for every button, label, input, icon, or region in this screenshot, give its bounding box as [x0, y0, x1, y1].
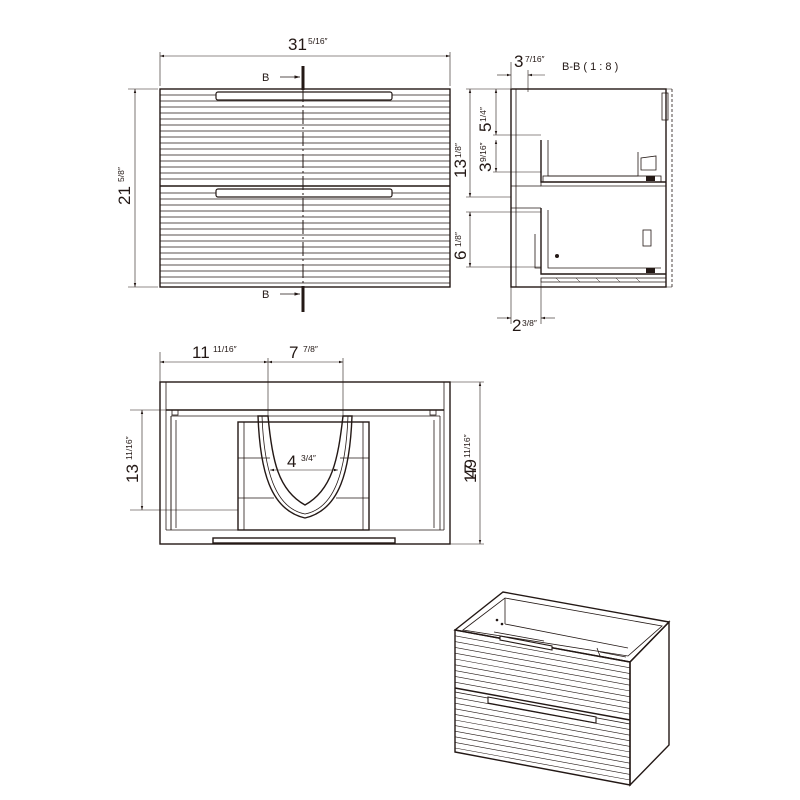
- section-dim2-whole: 13: [451, 159, 470, 178]
- slat-line: [454, 652, 631, 686]
- slat-line: [454, 742, 631, 775]
- iso-side: [629, 620, 670, 787]
- slat-line: [454, 670, 631, 703]
- front-height-frac: 5/8″: [116, 167, 126, 182]
- section-dim3-frac: 9/16″: [478, 142, 488, 162]
- section-dim3-whole: 3: [476, 163, 495, 172]
- section-mark-top: B: [262, 72, 269, 84]
- top-left-depth-whole: 13: [123, 464, 142, 483]
- slat-line: [454, 681, 631, 715]
- top-cutout-frac: 7/8″: [303, 344, 318, 354]
- section-dim4-whole: 6: [451, 251, 470, 260]
- slat-line: [454, 730, 631, 764]
- cutout-box: [237, 421, 370, 531]
- top-left-whole: 11: [192, 343, 210, 362]
- front-slats: [160, 94, 450, 284]
- top-outline: [159, 381, 451, 545]
- slat-line: [454, 676, 631, 709]
- top-cutout-whole: 7: [289, 343, 298, 362]
- slat-line: [454, 719, 631, 753]
- top-right-depth-overlap: 49: [461, 459, 480, 478]
- section-dim1-whole: 5: [476, 123, 495, 132]
- front-outline: [159, 88, 451, 288]
- section-dim1-frac: 1/4″: [478, 107, 488, 122]
- upper-handle: [215, 91, 393, 101]
- isometric-view: [453, 591, 671, 787]
- section-dim2-frac: 1/8″: [453, 143, 463, 158]
- inner-width-frac: 3/4″: [301, 453, 316, 463]
- plumbing-cutout: [257, 415, 353, 519]
- slat-line: [454, 725, 631, 758]
- slat-line: [454, 702, 631, 736]
- lower-drawer-section: [534, 208, 667, 283]
- top-right-depth-whole: 17: [461, 464, 480, 483]
- section-mark-bottom: B: [262, 289, 269, 301]
- upper-drawer-section: [540, 140, 667, 187]
- slat-line: [454, 647, 631, 680]
- slat-line: [454, 708, 631, 742]
- top-view: 11 11/16″ 7 7/8″ 4 3/4″: [123, 343, 484, 545]
- section-view: B-B ( 1 : 8 ) 3 7/16″: [451, 52, 673, 335]
- section-body: [510, 88, 667, 288]
- section-bottom-whole: 2: [512, 316, 521, 335]
- slat-line: [454, 714, 631, 747]
- front-width-frac: 5/16″: [308, 36, 328, 46]
- top-left-frac: 11/16″: [213, 344, 237, 354]
- slat-line: [454, 747, 631, 781]
- front-view: 31 5/16″ 21 5/8″ B B: [115, 35, 451, 312]
- slat-line: [454, 641, 631, 674]
- front-height-whole: 21: [115, 186, 134, 205]
- slat-line: [454, 658, 631, 692]
- iso-slats: [454, 635, 631, 781]
- top-right-depth-frac: 11/16″: [462, 434, 472, 458]
- section-dim4-frac: 1/8″: [453, 232, 463, 247]
- section-top-whole: 3: [514, 52, 523, 71]
- iso-lower-handle: [487, 696, 597, 724]
- inner-width-whole: 4: [287, 452, 296, 471]
- front-width-whole: 31: [288, 35, 307, 54]
- section-top-frac: 7/16″: [525, 54, 545, 64]
- slat-line: [454, 736, 631, 770]
- slat-line: [454, 664, 631, 698]
- slat-line: [454, 635, 631, 669]
- section-bottom-frac: 3/8″: [522, 318, 537, 328]
- iso-top: [453, 591, 671, 663]
- top-handle: [212, 537, 396, 544]
- top-left-depth-frac: 11/16″: [124, 436, 134, 460]
- lower-handle: [215, 188, 393, 198]
- section-title: B-B ( 1 : 8 ): [562, 61, 618, 73]
